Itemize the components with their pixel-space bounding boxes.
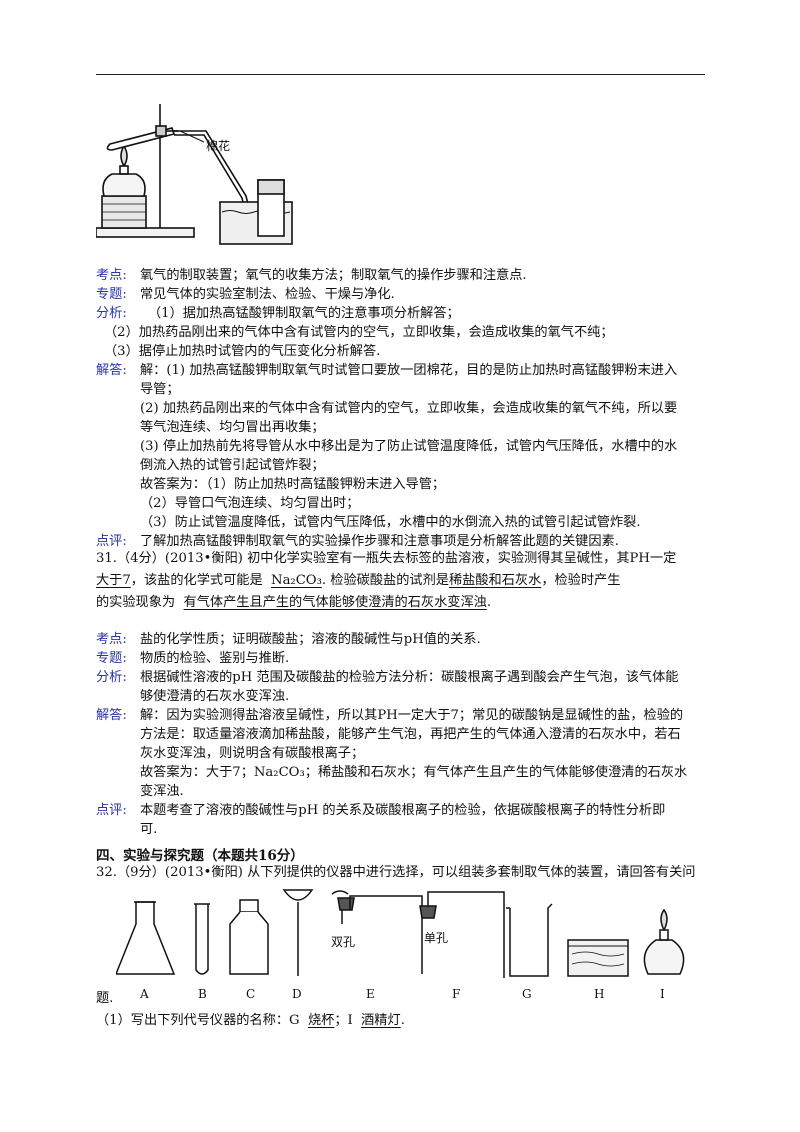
E-annotation: 双孔 — [331, 935, 355, 949]
jieda-line: 方法是：取适量溶液滴加稀盐酸，能够产生气泡，再把产生的气体通入澄清的石灰水中，若… — [140, 727, 681, 742]
jieda-line: 故答案为：（1）防止加热时高锰酸钾粉末进入导管； — [140, 477, 446, 492]
question-32-stem-end: 题. — [96, 991, 114, 1006]
q31-answer-blank: 稀盐酸和石灰水 — [449, 573, 542, 588]
label-E: E — [366, 987, 375, 1001]
label-I: I — [660, 987, 665, 1001]
jieda-line: (2) 加热药品刚出来的气体中含有试管内的空气，立即收集，会造成收集的氧气不纯，… — [140, 401, 678, 416]
jieda-line: 倒流入热的试管引起试管炸裂； — [140, 458, 325, 473]
q31-text: 的实验现象为 — [96, 595, 176, 610]
q31-text: . 检验碳酸盐的试剂是 — [321, 573, 449, 588]
jieda-label: 解答: — [96, 708, 127, 723]
q32-text: （1）写出下列代号仪器的名称：G — [96, 1013, 300, 1028]
zhuanti-label: 专题: — [96, 287, 127, 302]
q31-answer-blank: Na₂CO₃ — [271, 573, 322, 588]
jieda-line: 变浑浊. — [140, 784, 184, 799]
fenxi-line: 够使澄清的石灰水变浑浊. — [140, 689, 290, 704]
fenxi-line: （1）据加热高锰酸钾制取氧气的注意事项分析解答； — [148, 306, 460, 321]
q31-text: ，该盐的化学式可能是 — [130, 573, 263, 588]
jieda-line: (3) 停止加热前先将导管从水中移出是为了防止试管温度降低，试管内气压降低，水槽… — [140, 439, 678, 454]
fenxi-label: 分析: — [96, 670, 127, 685]
kaodian-label: 考点: — [96, 268, 127, 283]
fenxi-line: （3）据停止加热时试管内的气压变化分析解答. — [104, 344, 381, 359]
analysis-block-1: 考点: 氧气的制取装置；氧气的收集方法；制取氧气的操作步骤和注意点. 专题: 常见气… — [96, 266, 708, 551]
kaodian-text: 氧气的制取装置；氧气的收集方法；制取氧气的操作步骤和注意点. — [140, 268, 527, 283]
apparatus-figure: 双孔 单孔 A B C D E F G H I — [116, 889, 685, 1001]
label-C: C — [246, 987, 255, 1001]
analysis-block-2: 考点: 盐的化学性质；证明碳酸盐；溶液的酸碱性与pH值的关系. 专题: 物质的检验、… — [96, 630, 708, 839]
header-rule — [96, 74, 705, 75]
label-H: H — [594, 987, 604, 1001]
jieda-line: 等气泡连续、均匀冒出再收集； — [140, 420, 325, 435]
jieda-line: 解：(1) 加热高锰酸钾制取氧气时试管口要放一团棉花，目的是防止加热时高锰酸钾粉… — [140, 363, 678, 378]
jieda-line: （2）导管口气泡连续、均匀冒出时； — [140, 496, 360, 511]
dianping-text: 本题考查了溶液的酸碱性与pH 的关系及碳酸根离子的检验，依据碳酸根离子的特性分析… — [140, 803, 666, 818]
section-4-title: 四、实验与探究题（本题共16分） — [96, 848, 304, 864]
label-D: D — [292, 987, 302, 1001]
question-32-sub1: （1）写出下列代号仪器的名称：G 烧杯；I 酒精灯. — [96, 1010, 708, 1032]
q31-text: 31.（4分）(2013•衡阳) 初中化学实验室有一瓶失去标签的盐溶液，实验测得… — [96, 551, 677, 566]
jieda-line: 解：因为实验测得盐溶液呈碱性，所以其PH一定大于7；常见的碳酸钠是显碱性的盐，检… — [140, 708, 684, 723]
q32-text: . — [400, 1013, 405, 1028]
q31-text: ，检验时产生 — [541, 573, 621, 588]
question-32-stem: 32.（9分）(2013•衡阳) 从下列提供的仪器中进行选择，可以组装多套制取气… — [96, 865, 696, 880]
jieda-line: （3）防止试管温度降低，试管内气压降低，水槽中的水倒流入热的试管引起试管炸裂. — [140, 515, 641, 530]
label-B: B — [198, 987, 207, 1001]
label-F: F — [452, 987, 460, 1001]
label-G: G — [522, 987, 532, 1001]
q32-answer-blank: 酒精灯 — [361, 1013, 401, 1028]
dianping-label: 点评: — [96, 534, 127, 549]
q31-answer-blank: 有气体产生且产生的气体能够使澄清的石灰水变浑浊 — [183, 595, 487, 610]
cotton-label: 棉花 — [206, 138, 230, 153]
zhuanti-text: 物质的检验、鉴别与推断. — [140, 651, 290, 666]
fenxi-label: 分析: — [96, 306, 127, 321]
oxygen-apparatus-figure: 棉花 — [96, 104, 293, 245]
question-31: 31.（4分）(2013•衡阳) 初中化学实验室有一瓶失去标签的盐溶液，实验测得… — [96, 548, 708, 614]
dianping-text: 可. — [140, 822, 158, 837]
jieda-line: 导管； — [140, 382, 180, 397]
jieda-line: 灰水变浑浊，则说明含有碳酸根离子； — [140, 746, 365, 761]
fenxi-line: （2）加热药品刚出来的气体中含有试管内的空气，立即收集，会造成收集的氧气不纯； — [104, 325, 614, 340]
q31-text: . — [486, 595, 492, 610]
kaodian-text: 盐的化学性质；证明碳酸盐；溶液的酸碱性与pH值的关系. — [140, 632, 481, 647]
F-annotation: 单孔 — [424, 931, 448, 945]
fenxi-line: 根据碱性溶液的pH 范围及碳酸盐的检验方法分析：碳酸根离子遇到酸会产生气泡，该气… — [140, 670, 679, 685]
jieda-line: 故答案为：大于7；Na₂CO₃；稀盐酸和石灰水；有气体产生且产生的气体能够使澄清… — [140, 765, 688, 780]
q32-answer-blank: 烧杯 — [307, 1013, 335, 1028]
dianping-label: 点评: — [96, 803, 127, 818]
zhuanti-label: 专题: — [96, 651, 127, 666]
q31-answer-blank: 大于7 — [96, 573, 131, 588]
q32-text: ；I — [334, 1013, 353, 1028]
zhuanti-text: 常见气体的实验室制法、检验、干燥与净化. — [140, 287, 395, 302]
kaodian-label: 考点: — [96, 632, 127, 647]
label-A: A — [139, 987, 149, 1001]
dianping-text: 了解加热高锰酸钾制取氧气的实验操作步骤和注意事项是分析解答此题的关键因素. — [140, 534, 619, 549]
jieda-label: 解答: — [96, 363, 127, 378]
